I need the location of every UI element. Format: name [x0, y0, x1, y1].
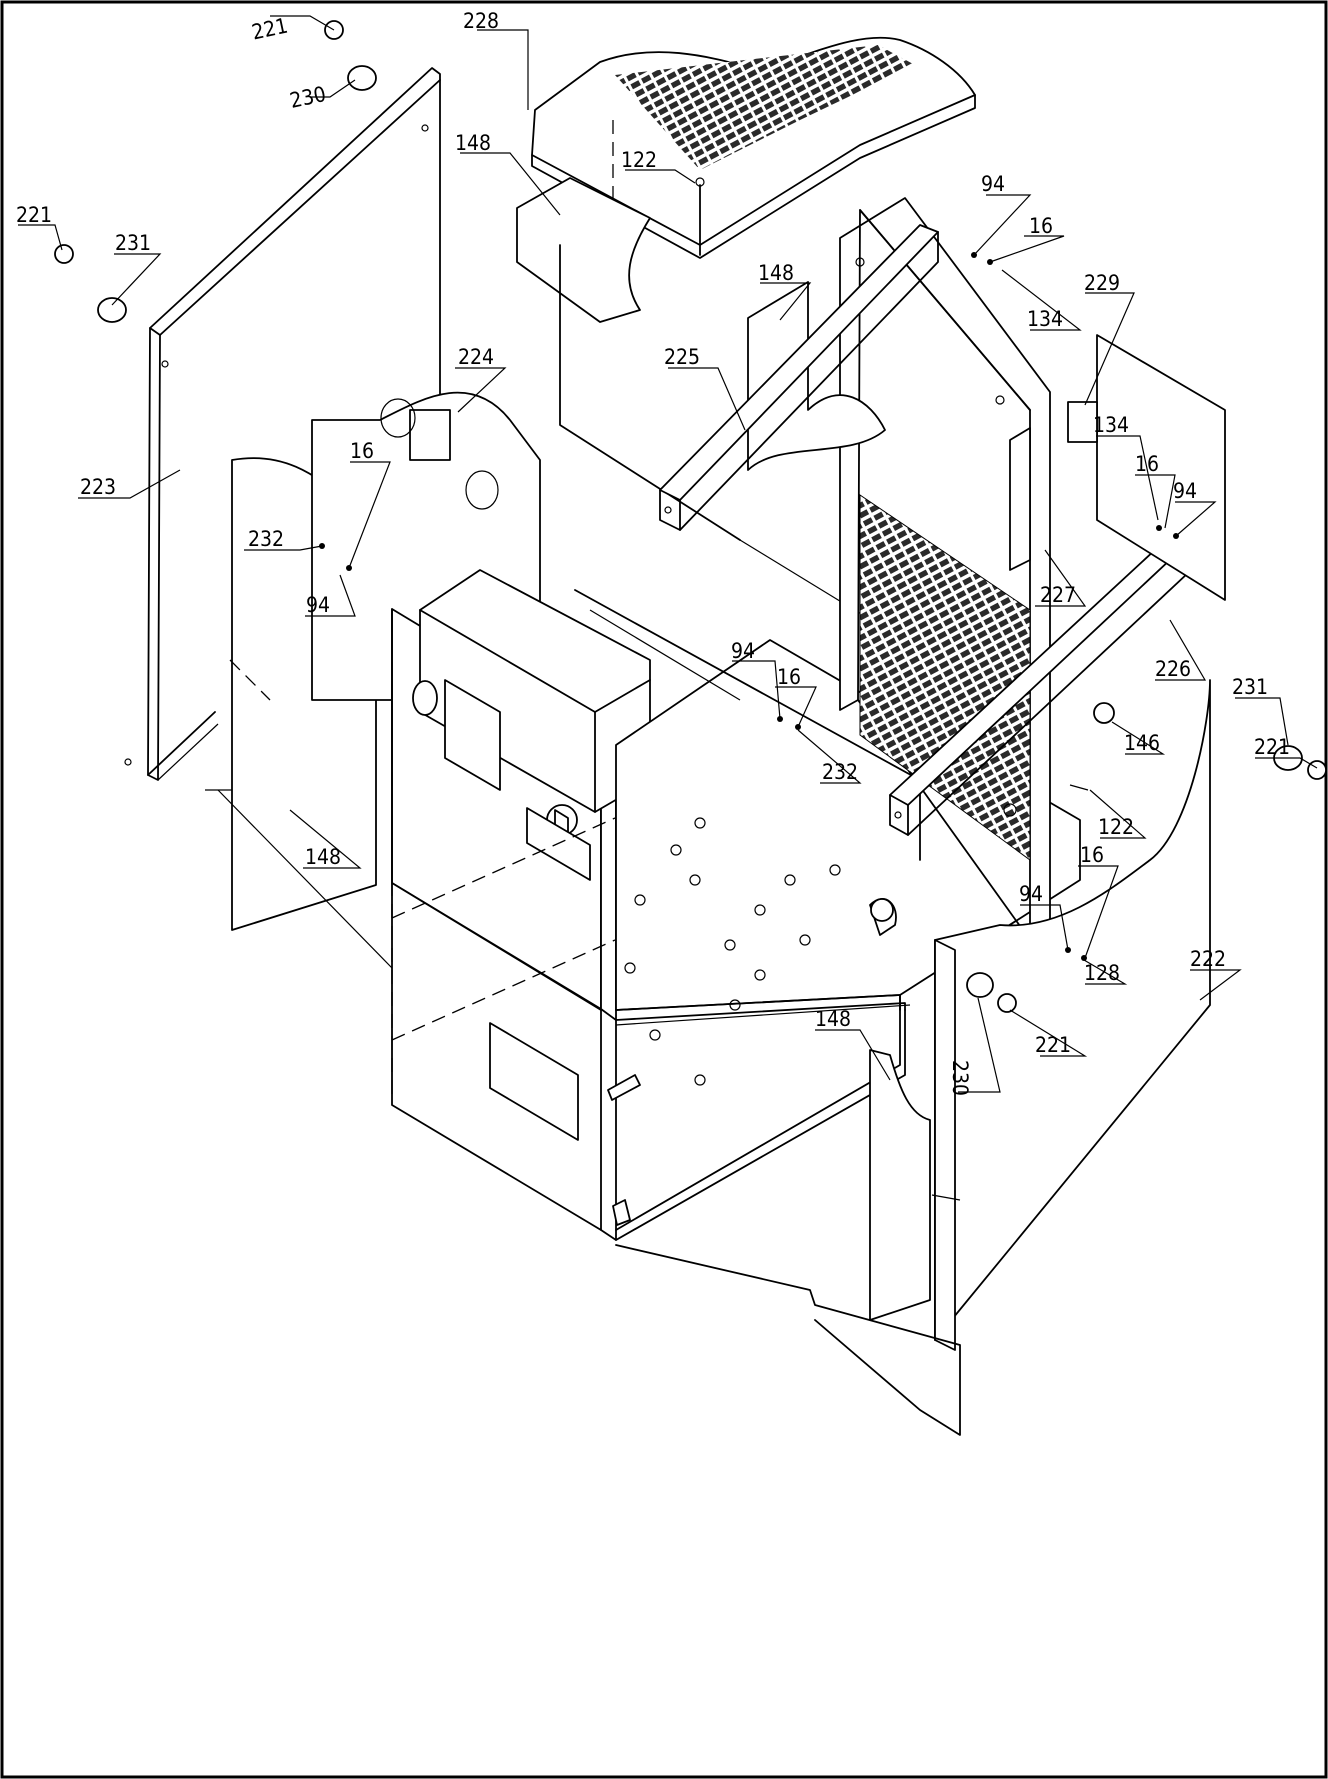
- part-label-16: 16: [777, 665, 801, 689]
- top-cover: [531, 36, 976, 270]
- part-label-231: 231: [115, 231, 151, 255]
- parts-layer: [54, 20, 1327, 1436]
- part-label-94: 94: [981, 172, 1005, 196]
- part-label-230: 230: [288, 82, 328, 113]
- bottom-plate: [615, 1194, 961, 1436]
- part-label-134: 134: [1093, 413, 1129, 437]
- crossbar-225: [659, 224, 939, 531]
- control-box: [412, 569, 651, 1141]
- part-label-224: 224: [458, 345, 494, 369]
- part-label-148: 148: [758, 261, 794, 285]
- part-label-16: 16: [350, 439, 374, 463]
- part-label-232: 232: [248, 527, 284, 551]
- part-label-221: 221: [1035, 1033, 1071, 1057]
- part-label-146: 146: [1124, 731, 1160, 755]
- part-label-94: 94: [731, 639, 755, 663]
- lower-gasket: [869, 1049, 931, 1321]
- part-label-148: 148: [305, 845, 341, 869]
- hidden-lines: [217, 618, 616, 1100]
- part-label-221: 221: [16, 203, 52, 227]
- part-label-226: 226: [1155, 657, 1191, 681]
- part-label-148: 148: [455, 131, 491, 155]
- part-labels: 221 230 221 231 228 148 122 94 16 134 14…: [16, 9, 1290, 1096]
- part-label-16: 16: [1029, 214, 1053, 238]
- part-label-122: 122: [621, 148, 657, 172]
- part-label-225: 225: [664, 345, 700, 369]
- part-label-222: 222: [1190, 947, 1226, 971]
- part-label-134: 134: [1027, 307, 1063, 331]
- part-label-221: 221: [1254, 735, 1290, 759]
- part-label-223: 223: [80, 475, 116, 499]
- base-platform: [607, 639, 1081, 1241]
- part-label-94: 94: [1173, 479, 1197, 503]
- part-label-16: 16: [1080, 843, 1104, 867]
- side-door-222: [934, 679, 1211, 1351]
- leader-lines: [18, 15, 1318, 1093]
- part-label-228: 228: [463, 9, 499, 33]
- right-side-panel-229: [1067, 334, 1226, 601]
- part-label-148: 148: [815, 1007, 851, 1031]
- part-label-16: 16: [1135, 452, 1159, 476]
- part-label-94: 94: [306, 593, 330, 617]
- part-label-231: 231: [1232, 675, 1268, 699]
- part-label-227: 227: [1040, 583, 1076, 607]
- part-label-232: 232: [822, 760, 858, 784]
- upper-right-gasket: [747, 281, 886, 471]
- part-label-230: 230: [948, 1060, 972, 1096]
- top-gasket: [516, 177, 651, 323]
- part-label-229: 229: [1084, 271, 1120, 295]
- part-label-94: 94: [1019, 882, 1043, 906]
- part-label-221: 221: [250, 14, 290, 45]
- part-label-128: 128: [1084, 961, 1120, 985]
- part-label-122: 122: [1098, 815, 1134, 839]
- bolt-122-top: [695, 177, 705, 256]
